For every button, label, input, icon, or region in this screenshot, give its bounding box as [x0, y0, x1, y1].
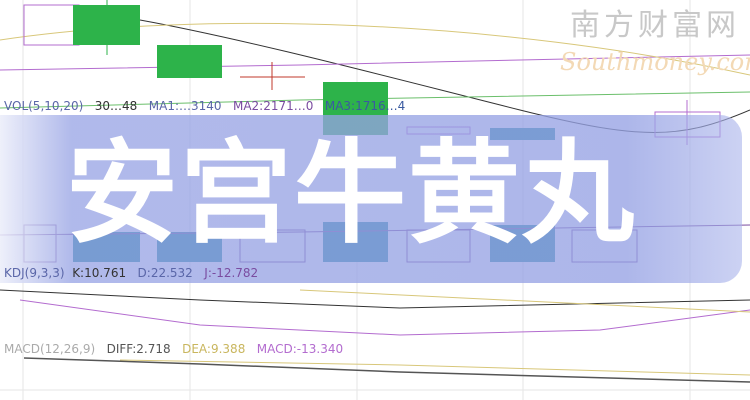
- candle: [73, 5, 140, 45]
- kdj-line-k: [0, 289, 750, 309]
- vol-ma2: MA2:2171…0: [232, 99, 314, 113]
- macd-diff: DIFF:2.718: [106, 342, 171, 356]
- macd-legend-name: MACD(12,26,9): [4, 342, 96, 356]
- vol-ma1: MA1:…3140: [148, 99, 222, 113]
- page-title: 安宫牛黄丸: [66, 129, 636, 259]
- macd-dea: DEA:9.388: [182, 342, 246, 356]
- kdj-line-j: [299, 289, 750, 313]
- watermark-chinese: 南方财富网: [570, 8, 740, 43]
- candle: [157, 45, 222, 78]
- ma-line-purple: [0, 54, 750, 71]
- kdj-j: J:-12.782: [204, 266, 259, 280]
- vol-value: 30…48: [94, 99, 138, 113]
- watermark-english: Southmoney.com: [560, 48, 750, 76]
- vol-legend: VOL(5,10,20) 30…48 MA1:…3140 MA2:2171…0 …: [4, 99, 405, 113]
- kdj-k: K:10.761: [72, 266, 127, 280]
- macd-diff-line: [23, 357, 750, 383]
- kdj-d: D:22.532: [137, 266, 193, 280]
- ma-line-green: [0, 91, 750, 109]
- vol-legend-name: VOL(5,10,20): [4, 99, 84, 113]
- candle: [23, 4, 80, 46]
- kdj-legend: KDJ(9,3,3) K:10.761 D:22.532 J:-12.782: [4, 266, 258, 280]
- kdj-legend-name: KDJ(9,3,3): [4, 266, 65, 280]
- macd-value: MACD:-13.340: [256, 342, 344, 356]
- title-banner: [0, 115, 742, 283]
- macd-legend: MACD(12,26,9) DIFF:2.718 DEA:9.388 MACD:…: [4, 342, 343, 356]
- macd-dea-line: [119, 359, 750, 376]
- vol-ma3: MA3:1716…4: [324, 99, 406, 113]
- kdj-line-d: [19, 299, 750, 336]
